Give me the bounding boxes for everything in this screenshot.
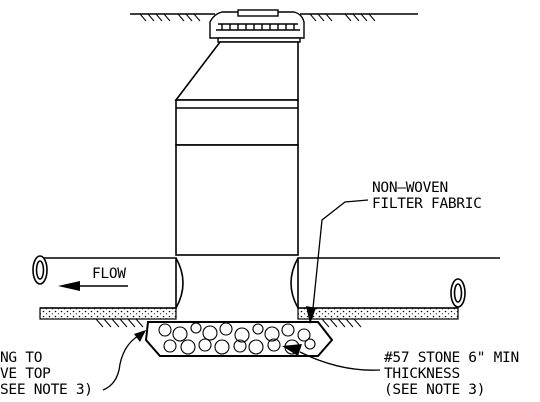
ground-hatch-top bbox=[139, 13, 376, 22]
left-label-line3: SEE NOTE 3) bbox=[0, 382, 93, 398]
stone-base bbox=[144, 321, 334, 357]
fabric-label-line2: FILTER FABRIC bbox=[372, 196, 482, 212]
fabric-label-line1: NON—WOVEN bbox=[372, 180, 448, 196]
eccentric-cone bbox=[174, 41, 299, 101]
outlet-pipe-right bbox=[290, 257, 500, 309]
ground-hatch-base bbox=[95, 318, 362, 328]
stone-leader bbox=[282, 344, 381, 371]
left-leader bbox=[102, 330, 146, 391]
stone-label-line2: THICKNESS bbox=[384, 366, 460, 382]
left-label-line1: NG TO bbox=[0, 350, 42, 366]
stone-label-line3: (SEE NOTE 3) bbox=[384, 382, 485, 398]
fabric-leader bbox=[306, 199, 369, 324]
frame-and-cover bbox=[209, 9, 305, 39]
flow-label: FLOW bbox=[92, 266, 126, 282]
pipe-bedding bbox=[39, 307, 459, 320]
manhole-riser bbox=[175, 99, 299, 256]
inlet-pipe-left bbox=[32, 255, 184, 309]
left-label-line2: VE TOP bbox=[0, 366, 51, 382]
stone-label-line1: #57 STONE 6" MIN bbox=[384, 350, 519, 366]
flow-arrow bbox=[58, 281, 128, 291]
